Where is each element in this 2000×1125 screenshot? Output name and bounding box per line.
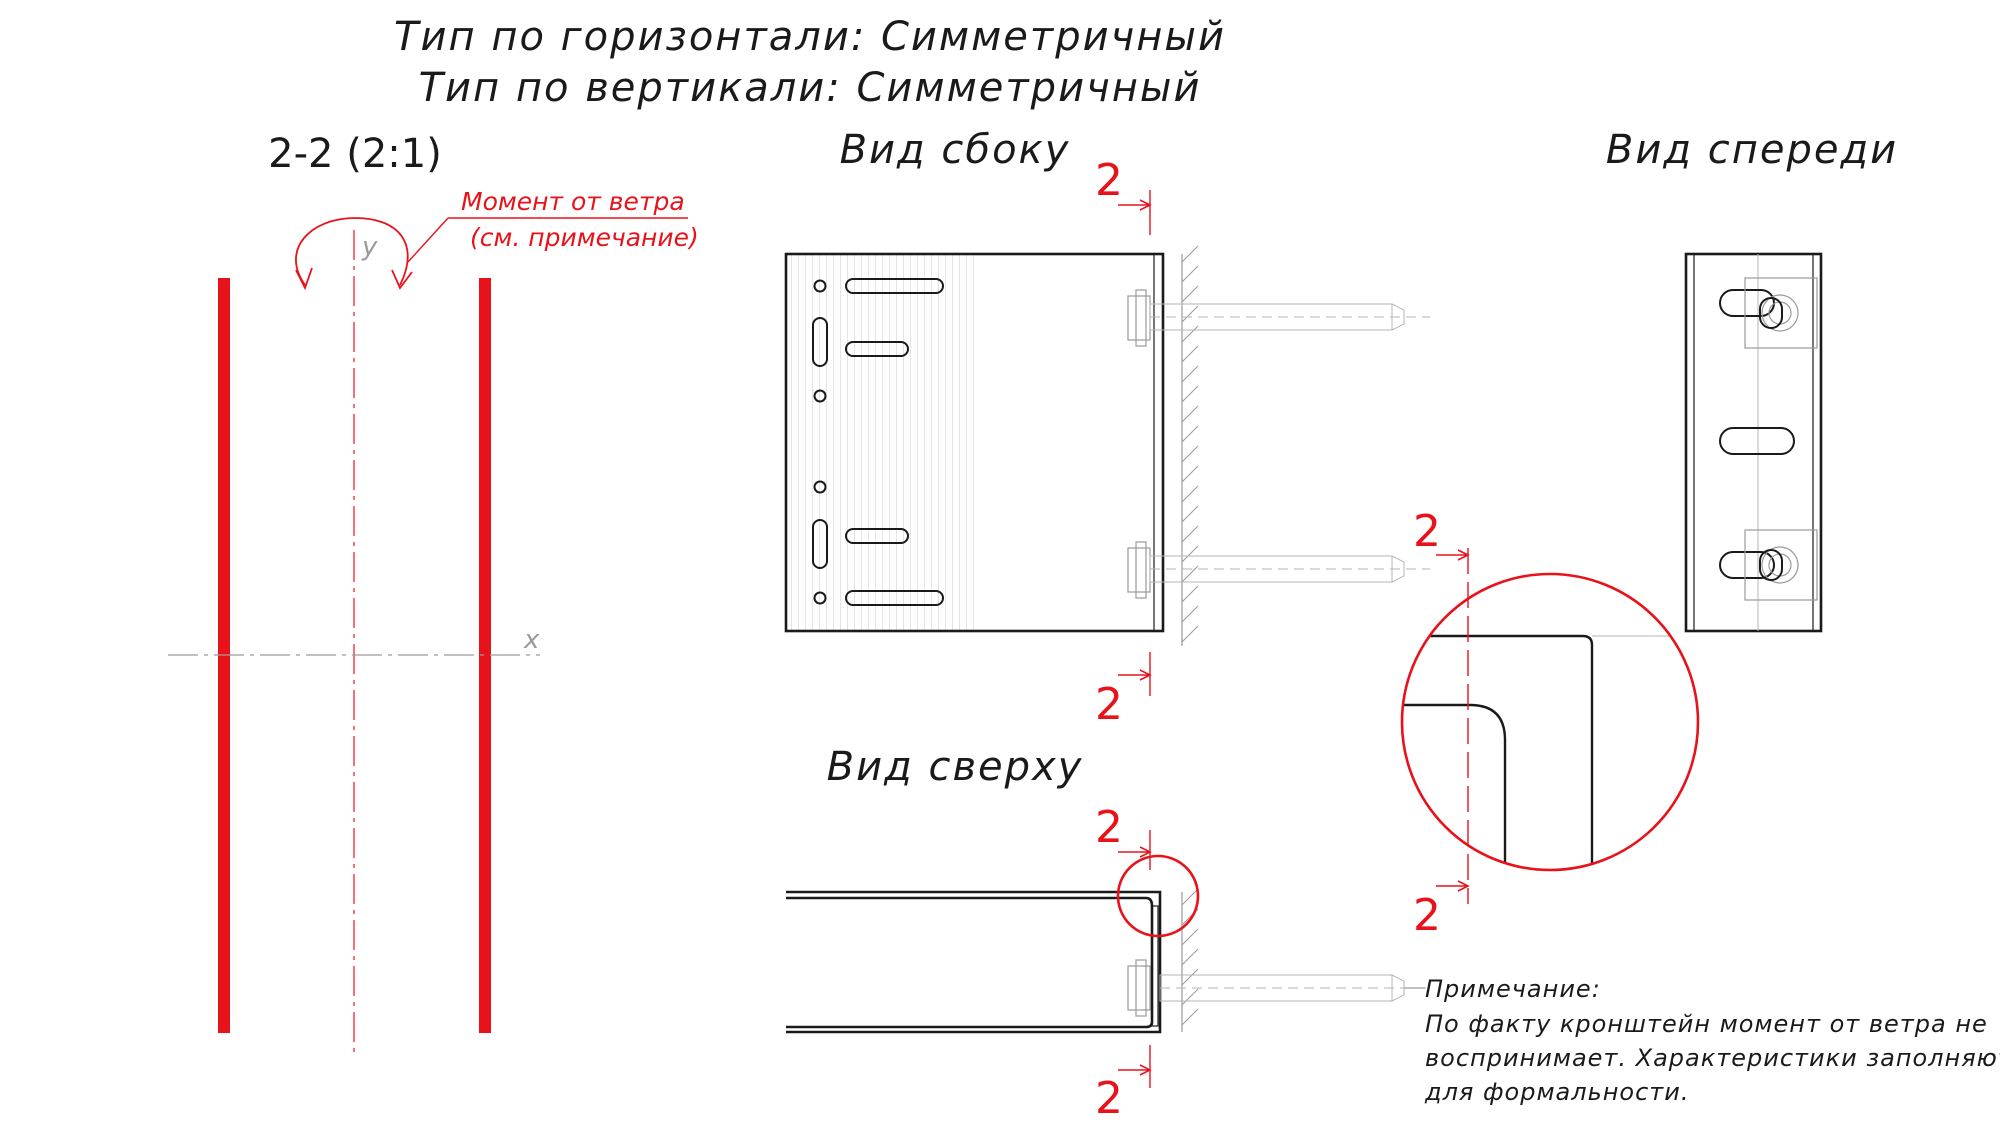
front-view: Вид спереди — [1606, 127, 1898, 633]
note-line-2: воспринимает. Характеристики заполняются — [1425, 1044, 2000, 1072]
cut-marker-label: 2 — [1413, 506, 1441, 557]
section-2-2: 2-2 (2:1) y x Момент от ветра (см. приме… — [168, 131, 699, 1052]
side-view-perforated-zone — [787, 254, 977, 631]
top-view: Вид сверху 2 2 — [786, 744, 1430, 1124]
section-title: 2-2 (2:1) — [268, 131, 442, 177]
moment-label: Момент от ветра — [461, 187, 685, 216]
axis-x-label: x — [523, 625, 540, 655]
front-slot — [1719, 427, 1795, 455]
cut-arrow — [1436, 549, 1470, 561]
side-slot — [845, 528, 909, 544]
top-anchor-bolt — [1127, 959, 1430, 1017]
cut-arrow — [1118, 1064, 1152, 1076]
side-slot-vertical — [812, 317, 828, 367]
note-block: Примечание: По факту кронштейн момент от… — [1404, 975, 2000, 1106]
front-slot — [1719, 551, 1775, 579]
front-view-title: Вид спереди — [1606, 127, 1898, 173]
side-view-outline — [784, 252, 1165, 633]
front-view-outline — [1684, 252, 1823, 633]
detail-inner-profile — [1402, 703, 1507, 870]
front-washer-top — [1744, 277, 1818, 349]
side-view: Вид сбоку — [784, 127, 1430, 730]
side-hole — [813, 591, 827, 605]
detail-callout-circle — [1116, 854, 1200, 938]
side-slot — [845, 590, 944, 606]
side-slot-vertical — [812, 519, 828, 569]
header-vertical-type: Тип по вертикали: Симметричный — [419, 65, 1202, 111]
moment-reference: (см. примечание) — [470, 223, 699, 252]
anchor-bolt-bottom — [1127, 541, 1430, 599]
detail-outer-profile — [1402, 634, 1594, 870]
moment-arc-arrow — [295, 217, 409, 286]
front-slot — [1719, 289, 1775, 317]
top-wall-hatching — [1181, 888, 1199, 1026]
side-slot — [845, 278, 944, 294]
top-view-title: Вид сверху — [827, 744, 1084, 790]
side-hole — [813, 389, 827, 403]
section-right-wall — [479, 278, 491, 1033]
side-hole — [813, 279, 827, 293]
moment-arrowhead-right — [391, 269, 413, 290]
cut-arrow — [1118, 199, 1152, 211]
axis-y-label: y — [361, 232, 378, 262]
cut-marker-label: 2 — [1413, 890, 1441, 941]
cut-marker-label: 2 — [1095, 679, 1123, 730]
note-title: Примечание: — [1425, 975, 1601, 1003]
side-hole — [813, 480, 827, 494]
side-slot — [845, 341, 909, 357]
cut-arrow — [1118, 846, 1152, 858]
top-view-inner-profile — [786, 896, 1154, 1029]
note-line-1: По факту кронштейн момент от ветра не — [1425, 1010, 1988, 1038]
wall-hatching — [1181, 245, 1199, 643]
top-view-outer-profile — [786, 890, 1162, 1034]
front-washer-bottom — [1744, 529, 1818, 601]
detail-circle — [1400, 572, 1700, 872]
cut-marker-label: 2 — [1095, 155, 1123, 206]
cut-arrow — [1436, 880, 1470, 892]
moment-leader-line — [407, 217, 449, 263]
cut-marker-label: 2 — [1095, 802, 1123, 853]
detail-magnifier: 2 2 — [1400, 506, 1700, 941]
note-line-3: для формальности. — [1424, 1078, 1690, 1106]
cut-arrow — [1118, 669, 1152, 681]
anchor-bolt-top — [1127, 289, 1430, 347]
header-horizontal-type: Тип по горизонтали: Симметричный — [394, 14, 1226, 60]
side-view-title: Вид сбоку — [840, 127, 1071, 173]
top-view-web — [1151, 905, 1159, 1027]
cut-marker-label: 2 — [1095, 1073, 1123, 1124]
moment-arrowhead-left — [295, 267, 313, 291]
